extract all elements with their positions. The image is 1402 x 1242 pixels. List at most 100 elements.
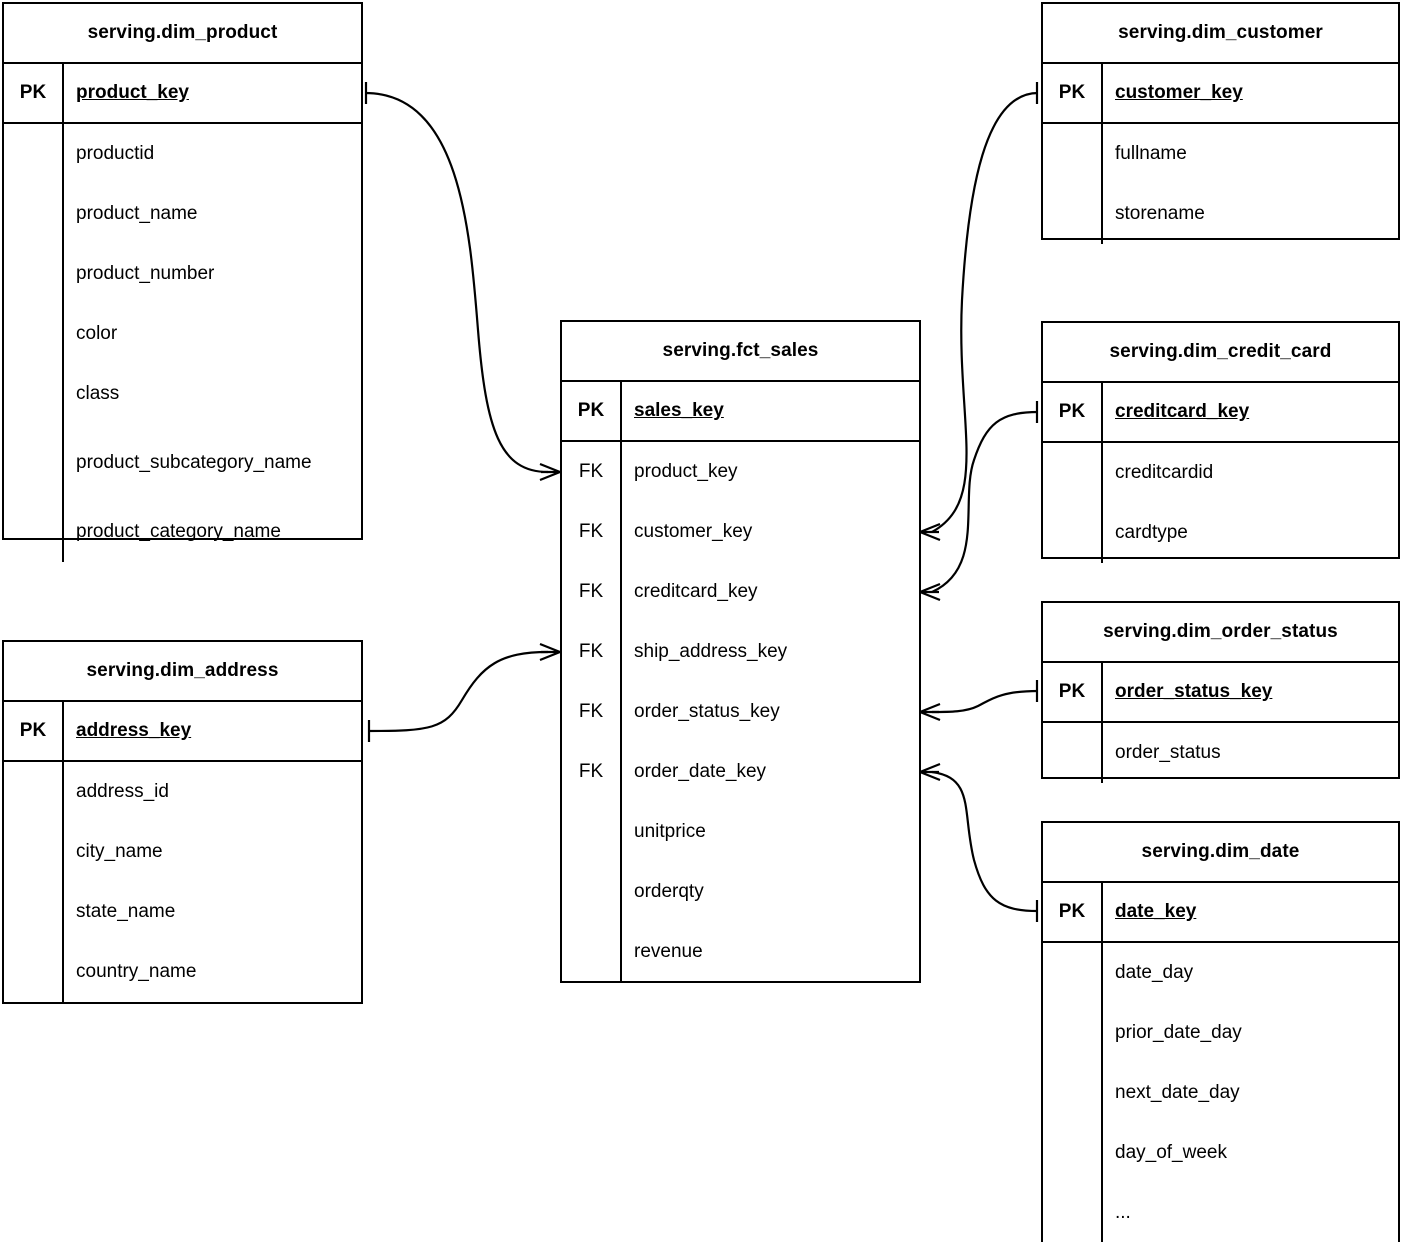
field-key [1043, 124, 1101, 184]
relationship-dim-address-to-fct-sales [367, 642, 561, 742]
entity-fields: address_id city_name state_name country_… [4, 762, 361, 1002]
field-key [4, 124, 62, 184]
field-name-column: order_status [1103, 723, 1398, 783]
relationship-dim-product-to-fct-sales [364, 82, 561, 482]
entity-dim-product[interactable]: serving.dim_product PK product_key produ… [2, 2, 363, 562]
field-key [4, 244, 62, 304]
entity-fields: FK FK FK FK FK FK product_key customer_k… [562, 442, 919, 982]
field-key [562, 802, 620, 862]
field-name-column: address_id city_name state_name country_… [64, 762, 361, 1002]
entity-fct-sales[interactable]: serving.fct_sales PK sales_key FK FK FK … [560, 320, 921, 983]
field-name: day_of_week [1115, 1141, 1227, 1163]
entity-fields: fullname storename [1043, 124, 1398, 244]
field-name-column: fullname storename [1103, 124, 1398, 244]
field-name: product_key [634, 460, 738, 482]
pk-field-name: address_key [76, 720, 192, 741]
entity-pk-row: PK creditcard_key [1043, 383, 1398, 443]
field-name: fullname [1115, 142, 1187, 164]
pk-field-name: creditcard_key [1115, 401, 1250, 422]
field-key [1043, 503, 1101, 563]
entity-fields: order_status [1043, 723, 1398, 783]
field-key-column [1043, 443, 1103, 563]
field-key [4, 184, 62, 244]
field-name-column: productid product_name product_number co… [64, 124, 361, 562]
pk-badge: PK [4, 64, 64, 122]
field-key [1043, 1003, 1101, 1063]
field-key [4, 424, 62, 502]
entity-pk-row: PK address_key [4, 702, 361, 762]
field-key [1043, 1183, 1101, 1242]
pk-badge: PK [562, 382, 622, 440]
field-name: revenue [634, 940, 703, 962]
entity-title: serving.dim_product [4, 4, 361, 64]
entity-pk-row: PK customer_key [1043, 64, 1398, 124]
entity-title: serving.dim_credit_card [1043, 323, 1398, 383]
field-name: ... [1115, 1201, 1131, 1223]
field-key [1043, 1063, 1101, 1123]
field-key [4, 502, 62, 562]
entity-fields: productid product_name product_number co… [4, 124, 361, 562]
field-key [4, 942, 62, 1002]
field-name: state_name [76, 900, 176, 922]
field-name: productid [76, 142, 155, 164]
field-key-column: FK FK FK FK FK FK [562, 442, 622, 982]
entity-dim-address[interactable]: serving.dim_address PK address_key addre… [2, 640, 363, 1004]
field-key: FK [578, 701, 604, 722]
field-name: city_name [76, 840, 163, 862]
field-key: FK [578, 641, 604, 662]
field-name: product_name [76, 202, 198, 224]
field-key [1043, 443, 1101, 503]
entity-dim-customer[interactable]: serving.dim_customer PK customer_key ful… [1041, 2, 1400, 244]
field-key-column [4, 124, 64, 562]
field-name: ship_address_key [634, 640, 788, 662]
entity-fields: creditcardid cardtype [1043, 443, 1398, 563]
field-key [4, 882, 62, 942]
entity-title: serving.dim_address [4, 642, 361, 702]
pk-badge: PK [1043, 64, 1103, 122]
pk-badge: PK [1043, 883, 1103, 941]
field-key-column [1043, 943, 1103, 1242]
pk-badge: PK [4, 702, 64, 760]
field-name: order_status [1115, 741, 1221, 763]
entity-title: serving.dim_customer [1043, 4, 1398, 64]
field-key: FK [578, 581, 604, 602]
field-key [4, 762, 62, 822]
relationship-dim-credit-card-to-fct-sales [919, 401, 1039, 602]
entity-dim-order-status[interactable]: serving.dim_order_status PK order_status… [1041, 601, 1400, 783]
field-name: product_number [76, 262, 215, 284]
field-key-column [1043, 124, 1103, 244]
field-key: FK [578, 461, 604, 482]
entity-fields: date_day prior_date_day next_date_day da… [1043, 943, 1398, 1242]
relationship-dim-order-status-to-fct-sales [919, 680, 1039, 722]
entity-dim-credit-card[interactable]: serving.dim_credit_card PK creditcard_ke… [1041, 321, 1400, 563]
pk-field-name: sales_key [634, 400, 724, 421]
entity-pk-row: PK order_status_key [1043, 663, 1398, 723]
entity-pk-row: PK product_key [4, 64, 361, 124]
field-name: creditcard_key [634, 580, 758, 602]
field-key [562, 862, 620, 922]
field-key [1043, 1123, 1101, 1183]
field-name: next_date_day [1115, 1081, 1240, 1103]
field-name: class [76, 382, 120, 404]
field-name: order_status_key [634, 700, 780, 722]
field-key [4, 822, 62, 882]
field-name: cardtype [1115, 521, 1188, 543]
field-name-column: product_key customer_key creditcard_key … [622, 442, 919, 982]
field-name: product_subcategory_name [76, 451, 312, 473]
entity-dim-date[interactable]: serving.dim_date PK date_key date_day pr… [1041, 821, 1400, 1242]
field-key [562, 922, 620, 982]
field-name: creditcardid [1115, 461, 1214, 483]
entity-pk-row: PK sales_key [562, 382, 919, 442]
entity-title: serving.fct_sales [562, 322, 919, 382]
field-key: FK [578, 761, 604, 782]
field-name: address_id [76, 780, 169, 802]
field-name: date_day [1115, 961, 1194, 983]
field-key [4, 304, 62, 364]
pk-field-name: customer_key [1115, 82, 1243, 103]
pk-field-name: order_status_key [1115, 681, 1273, 702]
pk-field-name: date_key [1115, 901, 1197, 922]
field-name: orderqty [634, 880, 704, 902]
field-name: product_category_name [76, 520, 281, 542]
field-key [4, 364, 62, 424]
field-key-column [4, 762, 64, 1002]
